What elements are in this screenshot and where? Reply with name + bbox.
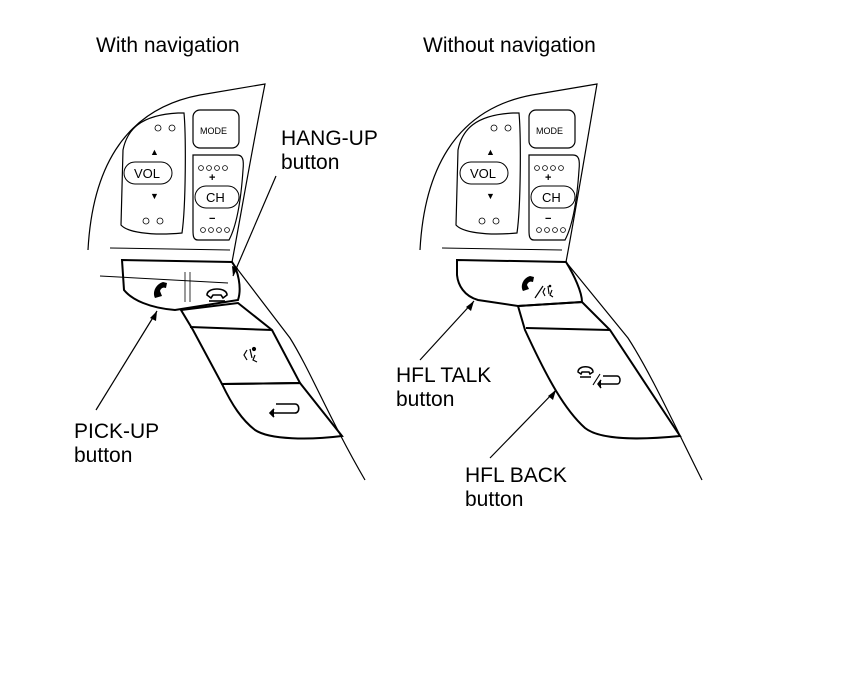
talk-icon [243, 346, 258, 363]
hang-up-leader-line [232, 175, 277, 277]
mode-label-2: MODE [536, 126, 563, 136]
wheel-spoke-outline [87, 83, 366, 481]
hfl-talk-callout-sub: button [396, 387, 455, 411]
hfl-talk-callout: HFL TALK button [396, 364, 491, 411]
vol-up-arrow[interactable]: ▲ [150, 147, 159, 157]
vol-control-pad-2 [455, 112, 521, 235]
back-button[interactable] [220, 381, 344, 440]
hfl-back-button[interactable] [516, 300, 682, 440]
phone-button-cluster [120, 258, 241, 312]
pick-up-callout: PICK-UP button [74, 420, 159, 467]
vol-button[interactable] [123, 161, 173, 185]
hfl-back-leader-line [489, 389, 557, 459]
hang-up-callout-sub: button [281, 150, 340, 174]
mode-label: MODE [200, 126, 227, 136]
vol-up-arrow-2[interactable]: ▲ [486, 147, 495, 157]
hfl-back-callout-title: HFL BACK [465, 464, 567, 487]
vol-control-pad [120, 112, 186, 235]
ch-plus[interactable]: + [209, 172, 215, 184]
ch-label: CH [206, 190, 225, 205]
hfl-back-callout-sub: button [465, 487, 524, 511]
vol-down-arrow[interactable]: ▼ [150, 191, 159, 201]
vol-label-2: VOL [470, 166, 496, 181]
hfl-talk-leader-line [419, 300, 475, 361]
vol-button-2[interactable] [459, 161, 509, 185]
pick-up-icon[interactable] [153, 282, 167, 298]
ch-control-pad [192, 154, 244, 241]
back-icon [268, 403, 300, 418]
hfl-talk-callout-title: HFL TALK [396, 364, 492, 387]
panel-without-navigation: ▲ VOL ▼ MODE + CH − [419, 83, 703, 481]
ch-minus[interactable]: − [209, 213, 215, 225]
pick-up-callout-sub: button [74, 443, 133, 467]
hang-up-callout-title: HANG-UP [281, 127, 378, 150]
hang-up-icon[interactable] [206, 288, 228, 302]
ch-minus-2[interactable]: − [545, 213, 551, 225]
panel-with-navigation: ▲ VOL ▼ MODE + CH − [87, 83, 366, 481]
ch-button[interactable] [194, 185, 240, 209]
mode-button-2[interactable] [528, 109, 576, 149]
hfl-back-callout: HFL BACK button [465, 464, 567, 511]
pick-up-callout-title: PICK-UP [74, 420, 160, 443]
hfl-talk-icon [521, 276, 554, 299]
mode-button[interactable] [192, 109, 240, 149]
talk-button[interactable] [179, 301, 302, 386]
vol-down-arrow-2[interactable]: ▼ [486, 191, 495, 201]
ch-control-pad-2 [528, 154, 580, 241]
heading-with-navigation: With navigation [96, 34, 240, 57]
ch-label-2: CH [542, 190, 561, 205]
hfl-back-icon [577, 366, 621, 389]
hang-up-callout: HANG-UP button [281, 127, 378, 174]
heading-without-navigation: Without navigation [423, 34, 596, 57]
vol-label: VOL [134, 166, 160, 181]
ch-plus-2[interactable]: + [545, 172, 551, 184]
pick-up-leader-line [95, 310, 158, 411]
hfl-talk-button[interactable] [456, 258, 584, 308]
wheel-spoke-outline-2 [419, 83, 703, 481]
ch-button-2[interactable] [530, 185, 576, 209]
